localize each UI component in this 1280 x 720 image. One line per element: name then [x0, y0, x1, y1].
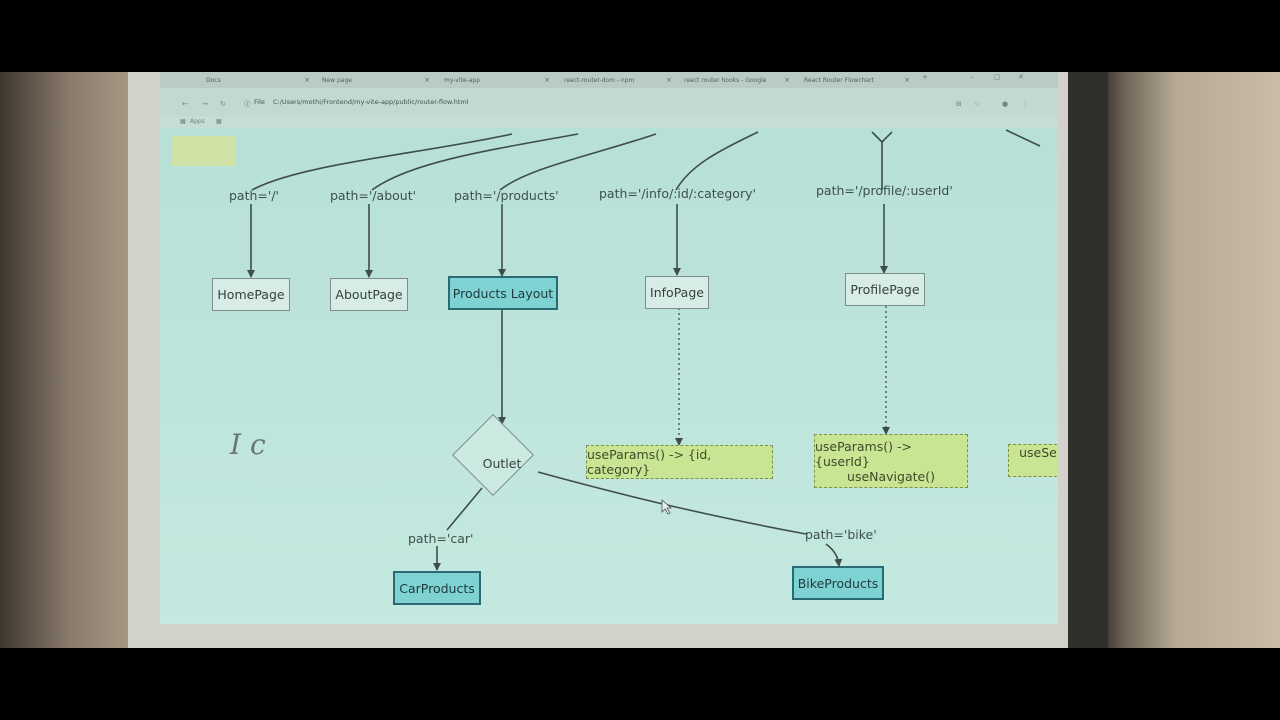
- grid-bookmark-icon[interactable]: ▦: [216, 118, 222, 125]
- close-icon[interactable]: ×: [424, 76, 430, 84]
- connector-root-products: [499, 133, 657, 191]
- node-home-page: HomePage: [212, 278, 290, 311]
- flow-connectors: [247, 129, 1041, 571]
- node-info-page: InfoPage: [645, 276, 709, 309]
- hook-profile-use-params: useParams() -> {userId}: [815, 438, 912, 469]
- tab-label: Docs: [206, 77, 221, 84]
- node-outlet-label: Outlet: [482, 456, 522, 471]
- arrow-to-bike-products: [825, 543, 843, 567]
- apps-grid-icon[interactable]: ▦: [180, 118, 186, 125]
- tab-docs[interactable]: Docs ×: [206, 74, 310, 87]
- connector-outlet-car: [446, 487, 483, 531]
- connector-root-offscreen: [1005, 129, 1041, 147]
- mouse-cursor-icon: [661, 499, 673, 515]
- maximize-button[interactable]: ▢: [994, 73, 1001, 81]
- close-icon[interactable]: ×: [784, 76, 790, 84]
- profile-avatar-icon[interactable]: ●: [1002, 100, 1009, 108]
- node-profile-page: ProfilePage: [845, 273, 925, 306]
- handwritten-marker-scribble: I c: [230, 428, 266, 461]
- letterbox-top: [0, 0, 1280, 72]
- menu-dots-icon[interactable]: ⋮: [1022, 100, 1029, 108]
- tab-google-search[interactable]: react router hooks - Google ×: [684, 74, 790, 87]
- apps-bookmark[interactable]: Apps: [190, 118, 205, 125]
- tab-new-page[interactable]: New page ×: [322, 74, 430, 87]
- close-icon[interactable]: ×: [904, 76, 910, 84]
- connector-root-about: [371, 133, 579, 191]
- hook-info-use-params: useParams() -> {id, category}: [586, 445, 773, 479]
- hook-profile-use-navigate: useNavigate(): [847, 468, 935, 484]
- highlight-block: [172, 136, 236, 166]
- new-tab-button[interactable]: +: [922, 73, 928, 81]
- close-icon[interactable]: ×: [666, 76, 672, 84]
- bookmark-star-icon[interactable]: ☆: [974, 100, 981, 108]
- wall-right: [1090, 72, 1280, 648]
- route-label-home: path='/': [229, 188, 279, 203]
- back-arrow-icon[interactable]: ←: [182, 100, 188, 108]
- projected-browser-window: Docs × New page × my-vite-app × react-ro…: [160, 72, 1058, 624]
- translate-icon[interactable]: ⊞: [956, 100, 962, 108]
- forward-arrow-icon[interactable]: →: [202, 100, 208, 108]
- close-icon[interactable]: ×: [544, 76, 550, 84]
- route-label-car: path='car': [408, 531, 474, 546]
- hook-profile-box: useParams() -> {userId} useNavigate(): [814, 434, 968, 488]
- tab-label: New page: [322, 77, 352, 84]
- site-info-icon[interactable]: ⓘ: [244, 100, 251, 108]
- hook-partial-offscreen: useSe: [1008, 444, 1058, 477]
- node-car-products: CarProducts: [393, 571, 481, 605]
- tab-react-router-flowchart[interactable]: React Router Flowchart ×: [804, 74, 910, 87]
- connector-outlet-bike: [537, 471, 807, 535]
- route-label-profile: path='/profile/:userId': [816, 183, 953, 198]
- tab-bar: [160, 72, 1058, 88]
- address-bar-row: [160, 88, 1058, 116]
- node-about-page: AboutPage: [330, 278, 408, 311]
- tab-label: my-vite-app: [444, 77, 481, 84]
- tab-my-vite-app[interactable]: my-vite-app ×: [444, 74, 550, 87]
- minimize-button[interactable]: –: [970, 73, 974, 81]
- route-label-about: path='/about': [330, 188, 417, 203]
- flowchart-canvas: [160, 128, 1058, 624]
- close-icon[interactable]: ×: [304, 76, 310, 84]
- bookmarks-bar: [160, 116, 1058, 128]
- url-field[interactable]: C:/Users/mothi/Frontend/my-vite-app/publ…: [273, 98, 469, 106]
- letterbox-bottom: [0, 648, 1280, 720]
- route-label-products: path='/products': [454, 188, 559, 203]
- tab-label: react-router-dom - npm: [564, 77, 635, 84]
- route-label-bike: path='bike': [805, 527, 877, 542]
- tab-react-router-dom-npm[interactable]: react-router-dom - npm ×: [564, 74, 672, 87]
- connector-root-profile-left: [871, 131, 883, 143]
- tab-label: react router hooks - Google: [684, 77, 767, 84]
- screen-edge-shadow: [1068, 72, 1108, 648]
- connector-root-home: [251, 133, 513, 191]
- reload-icon[interactable]: ↻: [220, 100, 226, 108]
- route-label-info: path='/info/:id/:category': [599, 186, 756, 201]
- node-products-layout: Products Layout: [448, 276, 558, 310]
- connector-root-profile-right: [881, 131, 893, 143]
- connector-root-info: [675, 131, 759, 191]
- close-window-button[interactable]: ✕: [1018, 73, 1024, 81]
- node-bike-products: BikeProducts: [792, 566, 884, 600]
- file-scheme-label: File: [254, 98, 265, 106]
- tab-label: React Router Flowchart: [804, 77, 874, 84]
